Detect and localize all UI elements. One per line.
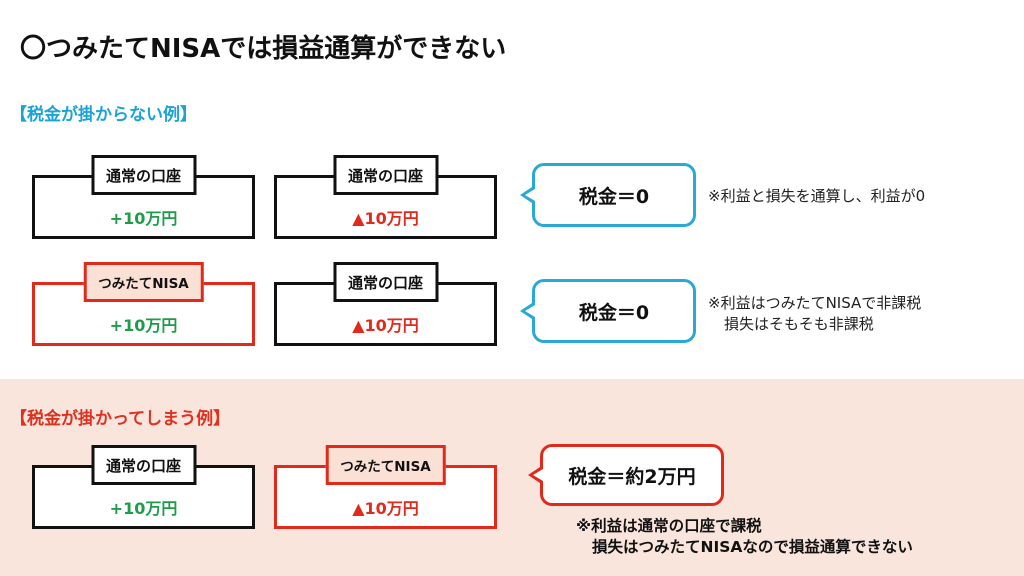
row1-tax-bubble: 税金＝0 <box>520 163 696 227</box>
row1-left-account-value: +10万円 <box>109 209 178 228</box>
row1-right-account-value: ▲10万円 <box>352 209 419 228</box>
row1-right-account-box: 通常の口座 ▲10万円 <box>274 155 497 239</box>
row2-right-account-box: 通常の口座 ▲10万円 <box>274 262 497 346</box>
row3-bubble-tail <box>528 465 543 485</box>
row3-right-account-box: つみたてNISA ▲10万円 <box>274 445 497 529</box>
row3-note-line2: 損失はつみたてNISAなので損益通算できない <box>592 538 913 556</box>
row3-tax-text: 税金＝約2万円 <box>568 465 696 488</box>
row3-right-account-tag: つみたてNISA <box>325 445 446 485</box>
row2-left-account-value: +10万円 <box>109 316 178 335</box>
row3-left-account-value: +10万円 <box>109 499 178 518</box>
row3-note: ※利益は通常の口座で課税 損失はつみたてNISAなので損益通算できない <box>576 516 913 558</box>
row1-note-line1: ※利益と損失を通算し、利益が0 <box>708 187 926 205</box>
row2-note: ※利益はつみたてNISAで非課税 損失はそもそも非課税 <box>708 293 921 335</box>
row2-note-line1: ※利益はつみたてNISAで非課税 <box>708 294 922 312</box>
row2-left-account-tag: つみたてNISA <box>83 262 204 302</box>
row2-tax-text: 税金＝0 <box>578 301 650 324</box>
row3-note-line1: ※利益は通常の口座で課税 <box>576 517 762 535</box>
no-tax-example-label: 【税金が掛からない例】 <box>10 105 197 125</box>
row3-tax-bubble: 税金＝約2万円 <box>528 444 724 506</box>
row1-tax-text: 税金＝0 <box>578 185 650 208</box>
row3-left-account-tag: 通常の口座 <box>90 445 197 485</box>
page-title: 〇つみたてNISAでは損益通算ができない <box>20 34 507 64</box>
row2-bubble-tail <box>520 301 535 321</box>
row3-right-account-value: ▲10万円 <box>352 499 419 518</box>
taxed-example-label: 【税金が掛かってしまう例】 <box>10 409 231 429</box>
row1-left-account-box: 通常の口座 +10万円 <box>32 155 255 239</box>
row2-note-line2: 損失はそもそも非課税 <box>724 315 874 333</box>
row1-left-account-tag: 通常の口座 <box>90 155 197 195</box>
row2-tax-bubble: 税金＝0 <box>520 279 696 343</box>
row2-right-account-tag: 通常の口座 <box>332 262 439 302</box>
row2-left-account-box: つみたてNISA +10万円 <box>32 262 255 346</box>
row2-right-account-value: ▲10万円 <box>352 316 419 335</box>
row1-right-account-tag: 通常の口座 <box>332 155 439 195</box>
row1-bubble-tail <box>520 185 535 205</box>
row3-left-account-box: 通常の口座 +10万円 <box>32 445 255 529</box>
row1-note: ※利益と損失を通算し、利益が0 <box>708 186 925 207</box>
